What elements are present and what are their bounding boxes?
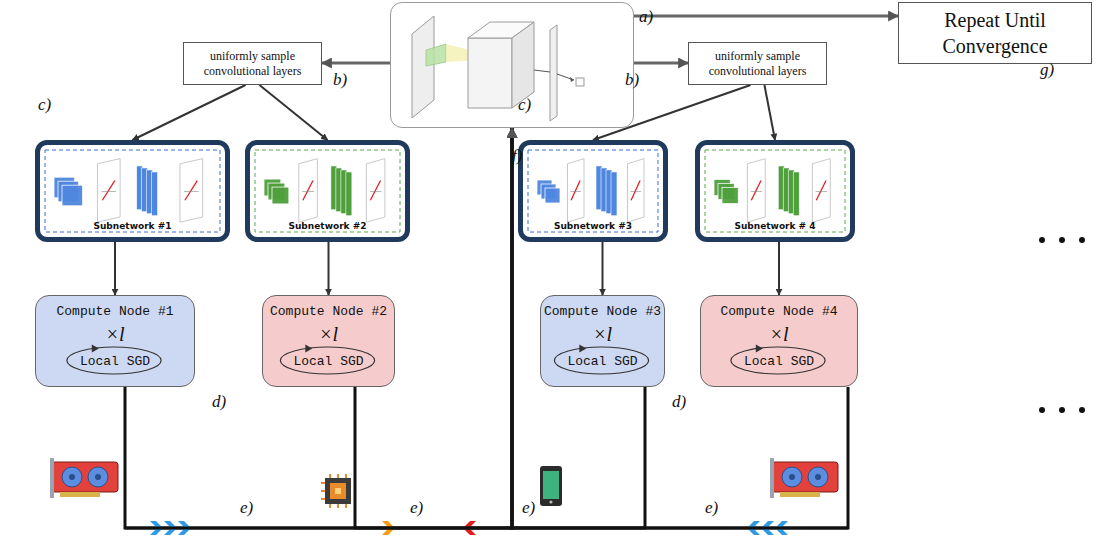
node-title: uniformly sample convolutional layers <box>190 49 315 79</box>
node-title: uniformly sample convolutional layers <box>695 49 820 79</box>
connector-arrow <box>634 62 688 65</box>
node-title: Subnetwork # 4 <box>734 221 815 231</box>
iteration-count: ×l <box>769 323 788 345</box>
node-title: Compute Node #3 <box>544 304 661 319</box>
phone-icon <box>540 466 562 506</box>
loop-label: Local SGD <box>567 354 637 369</box>
connector-arrow <box>778 242 780 295</box>
callout-letter: f) <box>512 146 522 166</box>
connector-arrow <box>259 85 327 140</box>
loop-label: Local SGD <box>744 354 814 369</box>
loop-label: Local SGD <box>293 354 363 369</box>
model-box: a) <box>390 2 634 128</box>
connector-arrow <box>634 15 898 18</box>
process-box: Repeat Until Convergence <box>898 2 1092 64</box>
node-title: Subnetwork #2 <box>288 221 366 231</box>
process-box: uniformly sample convolutional layers <box>183 42 322 85</box>
callout-letter: e) <box>240 498 253 518</box>
callout-letter: c) <box>38 95 51 115</box>
callout-letter: c) <box>518 95 531 115</box>
cpu-chip-icon <box>321 474 351 508</box>
compute-node: Compute Node #2 ×lLocal SGD <box>262 295 395 387</box>
connector-arrow <box>602 242 604 295</box>
iteration-count: ×l <box>319 323 338 345</box>
node-title: Subnetwork #3 <box>554 221 632 231</box>
iteration-count: ×l <box>593 323 612 345</box>
loop-label: Local SGD <box>80 354 150 369</box>
compute-node: Compute Node #3 ×lLocal SGD <box>540 295 665 387</box>
callout-letter: b) <box>625 70 639 90</box>
connector-arrow <box>764 85 775 140</box>
node-title: Compute Node #2 <box>270 304 387 319</box>
callout-letter: e) <box>410 498 423 518</box>
connector-arrow <box>593 85 751 140</box>
iteration-count: ×l <box>105 323 124 345</box>
node-title: Compute Node #4 <box>720 304 837 319</box>
subnetwork-box: Subnetwork # 4 <box>695 140 855 242</box>
gpu-icon <box>50 458 118 498</box>
connector-arrow <box>133 85 246 140</box>
process-box: uniformly sample convolutional layers <box>688 42 827 85</box>
compute-node: Compute Node #1 ×lLocal SGD <box>35 295 195 387</box>
node-title: Repeat Until Convergence <box>907 7 1083 59</box>
callout-letter: g) <box>1040 60 1054 80</box>
node-title: a) <box>639 7 653 27</box>
callout-letter: e) <box>522 498 535 518</box>
callout-letter: b) <box>333 70 347 90</box>
node-title: Compute Node #1 <box>56 304 173 319</box>
cnn-illustration <box>412 16 584 121</box>
subnetwork-box: Subnetwork #2 <box>245 140 410 242</box>
compute-node: Compute Node #4 ×lLocal SGD <box>700 295 858 387</box>
connector-arrow <box>322 62 390 65</box>
connector-arrow <box>328 242 330 295</box>
callout-letter: d) <box>212 392 226 412</box>
gpu-icon <box>770 458 838 498</box>
subnetwork-box: Subnetwork #1 <box>35 140 230 242</box>
connector-arrow <box>114 242 116 295</box>
callout-letter: e) <box>705 498 718 518</box>
ellipsis-dots <box>1039 237 1085 413</box>
callout-letter: d) <box>672 392 686 412</box>
node-title: Subnetwork #1 <box>93 221 171 231</box>
subnetwork-box: Subnetwork #3 <box>518 140 668 242</box>
